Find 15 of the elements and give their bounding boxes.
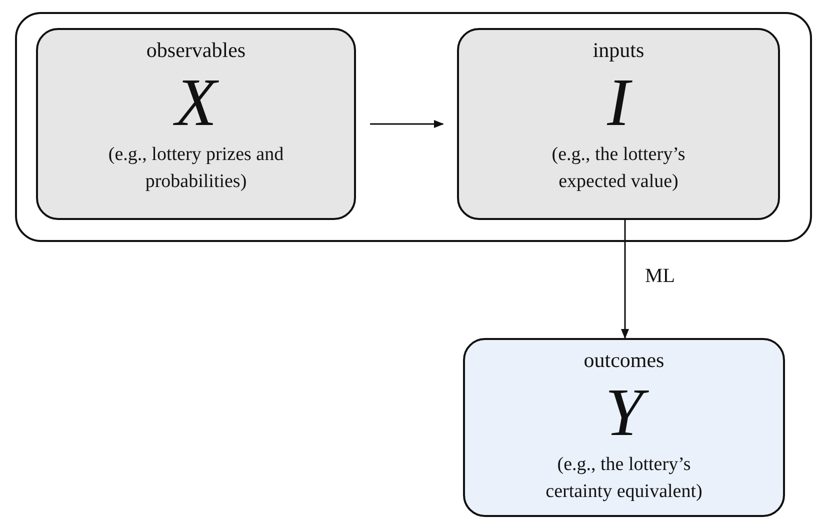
concept-box — [463, 338, 785, 517]
group-frame — [15, 12, 812, 242]
example-text: (e.g., the lottery’s expected value) — [550, 143, 686, 194]
concept-box — [36, 28, 356, 220]
arrow — [370, 120, 444, 128]
box-heading: outcomes — [582, 348, 666, 373]
variable-symbol: I — [459, 68, 778, 136]
variable-symbol: X — [172, 68, 220, 136]
box-heading: observables — [145, 38, 247, 63]
variable-symbol: Y — [465, 378, 783, 446]
arrow — [621, 220, 629, 339]
example-text: (e.g., lottery prizes and probabilities) — [107, 143, 285, 194]
example-text: (e.g., the lottery’s certainty equivalent) — [544, 453, 704, 504]
box-heading: inputs — [592, 38, 646, 63]
concept-box — [457, 28, 780, 220]
